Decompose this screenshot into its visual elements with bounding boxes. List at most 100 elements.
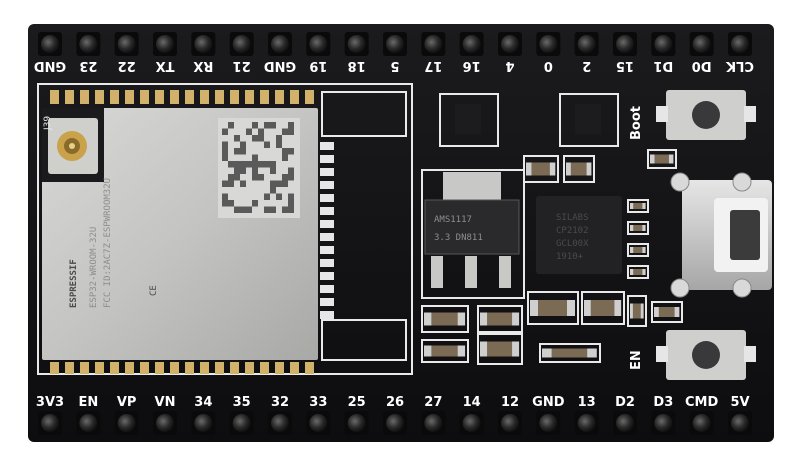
top-pin (156, 35, 174, 53)
bottom-pin (501, 414, 519, 432)
top-pin (577, 35, 596, 53)
top-pin (41, 35, 59, 53)
module-brand: ESPRESSIF (69, 259, 79, 308)
top-pin-label: 0 (544, 58, 553, 73)
module-model: ESP32-WROOM-32U (89, 227, 99, 308)
bottom-header-pins (38, 411, 752, 435)
top-header-pins (38, 32, 752, 56)
bottom-pin-label: 5V (730, 395, 749, 410)
bottom-pin (654, 414, 673, 432)
bottom-pin (616, 414, 634, 432)
bottom-pin (309, 414, 328, 432)
bottom-pin (424, 414, 443, 432)
bottom-pin-label: 13 (578, 395, 596, 410)
top-pin (309, 35, 328, 53)
bottom-pin-label: 3V3 (36, 395, 64, 410)
module-fcc: FCC ID:2AC7Z-ESPWROOM32U (103, 178, 113, 308)
usb-chip-line1: SILABS (556, 213, 589, 223)
bottom-pin (79, 414, 98, 432)
bottom-pin-label: D2 (615, 395, 635, 410)
bottom-pin (156, 414, 174, 432)
bottom-pin-label: D3 (653, 395, 673, 410)
bottom-pin (577, 414, 596, 432)
top-pin-label: 22 (118, 58, 136, 73)
top-pin-label: GND (34, 58, 67, 73)
top-pin (616, 35, 634, 53)
top-pin (347, 35, 366, 53)
bottom-pin-label: EN (78, 395, 98, 410)
bottom-pin (539, 414, 558, 432)
bottom-pin-label: 35 (233, 395, 251, 410)
module-pads-top (50, 90, 314, 104)
usb-uart-chip: SILABS CP2102 GCL00X 1910+ (536, 196, 622, 274)
module-label-text: ESPRESSIF ESP32-WROOM-32U FCC ID:2AC7Z-E… (69, 178, 159, 308)
module-ce: CE (149, 285, 159, 296)
top-pin (424, 35, 443, 53)
usb-chip-line2: CP2102 (556, 226, 589, 236)
top-pin (232, 35, 251, 53)
bottom-pin (117, 414, 136, 432)
top-pin (117, 35, 136, 53)
bottom-pin-label: VN (155, 395, 176, 410)
top-pin (271, 35, 289, 53)
top-pin (731, 35, 749, 53)
bottom-pin (41, 414, 59, 432)
bottom-pin-label: 33 (309, 395, 327, 410)
bottom-pin-label: 14 (463, 395, 481, 410)
top-pin-label: 5 (390, 58, 399, 73)
top-pin-label: 16 (463, 58, 481, 73)
top-pin-label: 23 (79, 58, 97, 73)
top-pin (79, 35, 98, 53)
bottom-pin (692, 414, 711, 432)
bottom-pin-label: GND (532, 395, 565, 410)
regulator-line2: 3.3 DN811 (434, 233, 483, 243)
top-pin-label: D1 (653, 58, 673, 73)
bottom-pin-label: 26 (386, 395, 404, 410)
en-label: EN (629, 350, 644, 370)
bottom-pin (731, 414, 749, 432)
smd-components (421, 149, 683, 365)
top-pin-label: D0 (692, 58, 712, 73)
bottom-pin (271, 414, 289, 432)
bottom-pin-label: CMD (685, 395, 718, 410)
bottom-pin-label: 27 (424, 395, 442, 410)
top-pin-label: 17 (424, 58, 442, 73)
bottom-pin-label: 12 (501, 395, 519, 410)
bottom-pin (347, 414, 366, 432)
en-button[interactable] (656, 330, 756, 380)
qr-code (218, 118, 300, 218)
top-pin (462, 35, 481, 53)
bottom-pin-label: VP (117, 395, 137, 410)
top-pin (539, 35, 558, 53)
top-pin (692, 35, 711, 53)
regulator-line1: AMS1117 (434, 215, 472, 225)
module-pads-right (320, 142, 334, 319)
module-outline (37, 83, 413, 375)
voltage-regulator: AMS1117 3.3 DN811 (421, 169, 525, 299)
micro-usb-port[interactable] (670, 172, 772, 298)
antenna-label: J39 (43, 116, 53, 131)
bottom-pin-label: 25 (348, 395, 366, 410)
boot-button[interactable] (656, 90, 756, 140)
top-pin-label: 4 (505, 58, 514, 73)
top-pin-label: 15 (616, 58, 634, 73)
top-pin-label: 19 (309, 58, 327, 73)
top-pin-label: 18 (348, 58, 366, 73)
bottom-pin (194, 414, 213, 432)
module-pads-bottom (50, 362, 314, 374)
top-pin-label: RX (193, 58, 213, 73)
top-pin-label: 2 (582, 58, 591, 73)
top-pin (194, 35, 213, 53)
top-pin-label: TX (156, 58, 175, 73)
top-pin (501, 35, 519, 53)
top-pin-label: CLK (725, 58, 754, 73)
top-pin-label: GND (264, 58, 297, 73)
bottom-pin (386, 414, 404, 432)
bottom-pin-label: 34 (194, 395, 212, 410)
bottom-pin (462, 414, 481, 432)
usb-chip-line4: 1910+ (556, 252, 584, 262)
